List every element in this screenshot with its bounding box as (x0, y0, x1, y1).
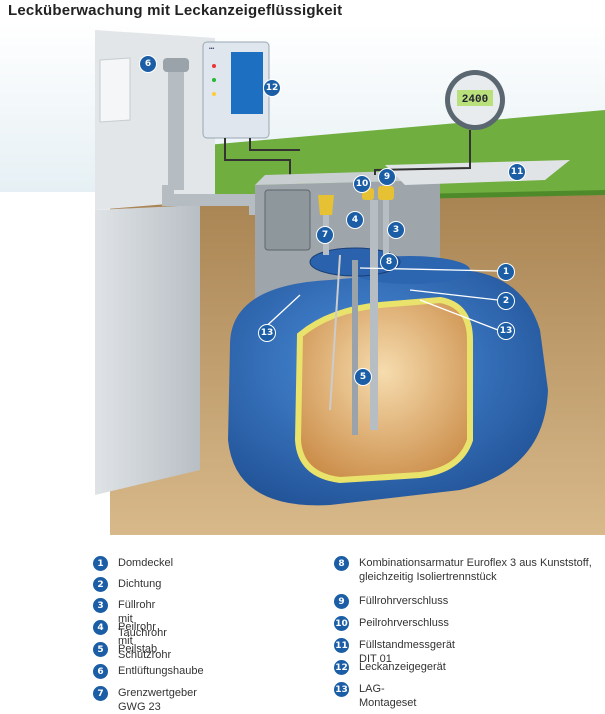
limit-sensor (318, 195, 334, 215)
callout-3: 3 (387, 221, 405, 239)
fill-cap (378, 186, 394, 200)
callout-2: 2 (497, 292, 515, 310)
legend-number: 1 (93, 556, 108, 571)
legend-item-8: 8 Kombinationsarmatur Euroflex 3 aus Kun… (334, 556, 600, 584)
callout-5: 5 (354, 368, 372, 386)
legend-number: 10 (334, 616, 349, 631)
legend-number: 7 (93, 686, 108, 701)
callout-8: 8 (380, 253, 398, 271)
legend-number: 3 (93, 598, 108, 613)
vent-pipe (168, 70, 184, 190)
legend-item-7: 7 Grenzwertgeber GWG 23 (93, 686, 197, 714)
legend-label: Grenzwertgeber GWG 23 (118, 686, 197, 714)
legend-label: Füllrohrverschluss (359, 594, 448, 608)
legend-item-2: 2 Dichtung (93, 577, 161, 592)
legend-number: 2 (93, 577, 108, 592)
gauge-display: 2400 (462, 94, 488, 106)
legend-label: Domdeckel (118, 556, 173, 570)
callout-10: 10 (353, 175, 371, 193)
legend-number: 8 (334, 556, 349, 571)
legend-number: 5 (93, 642, 108, 657)
legend-number: 11 (334, 638, 349, 653)
tank-liquid (298, 300, 470, 480)
fill-pipe (370, 200, 378, 430)
callout-13-right: 13 (497, 322, 515, 340)
legend-label: Dichtung (118, 577, 161, 591)
junction-box (265, 190, 310, 250)
legend-number: 4 (93, 620, 108, 635)
callout-11: 11 (508, 163, 526, 181)
legend-label: Kombinationsarmatur Euroflex 3 aus Kunst… (359, 556, 600, 584)
callout-4: 4 (346, 211, 364, 229)
legend-item-10: 10 Peilrohrverschluss (334, 616, 449, 631)
callout-1: 1 (497, 263, 515, 281)
basement-wall (95, 205, 200, 495)
callout-13-left: 13 (258, 324, 276, 342)
controller-label-top: ••• (209, 46, 215, 52)
legend-item-12: 12 Leckanzeigegerät (334, 660, 446, 675)
dipstick (352, 260, 358, 435)
legend-item-13: 13 LAG-Montageset (334, 682, 416, 710)
callout-12: 12 (263, 79, 281, 97)
legend-label: LAG-Montageset (359, 682, 416, 710)
legend-item-5: 5 Peilstab (93, 642, 157, 657)
legend-number: 9 (334, 594, 349, 609)
legend-item-1: 1 Domdeckel (93, 556, 173, 571)
legend-label: Peilrohrverschluss (359, 616, 449, 630)
legend-label: Entlüftungshaube (118, 664, 204, 678)
legend-item-6: 6 Entlüftungshaube (93, 664, 204, 679)
legend-number: 6 (93, 664, 108, 679)
legend-label: Peilstab (118, 642, 157, 656)
legend-number: 12 (334, 660, 349, 675)
callout-6: 6 (139, 55, 157, 73)
callout-7: 7 (316, 226, 334, 244)
callout-9: 9 (378, 168, 396, 186)
legend-number: 13 (334, 682, 349, 697)
legend-label: Leckanzeigegerät (359, 660, 446, 674)
legend-item-9: 9 Füllrohrverschluss (334, 594, 448, 609)
